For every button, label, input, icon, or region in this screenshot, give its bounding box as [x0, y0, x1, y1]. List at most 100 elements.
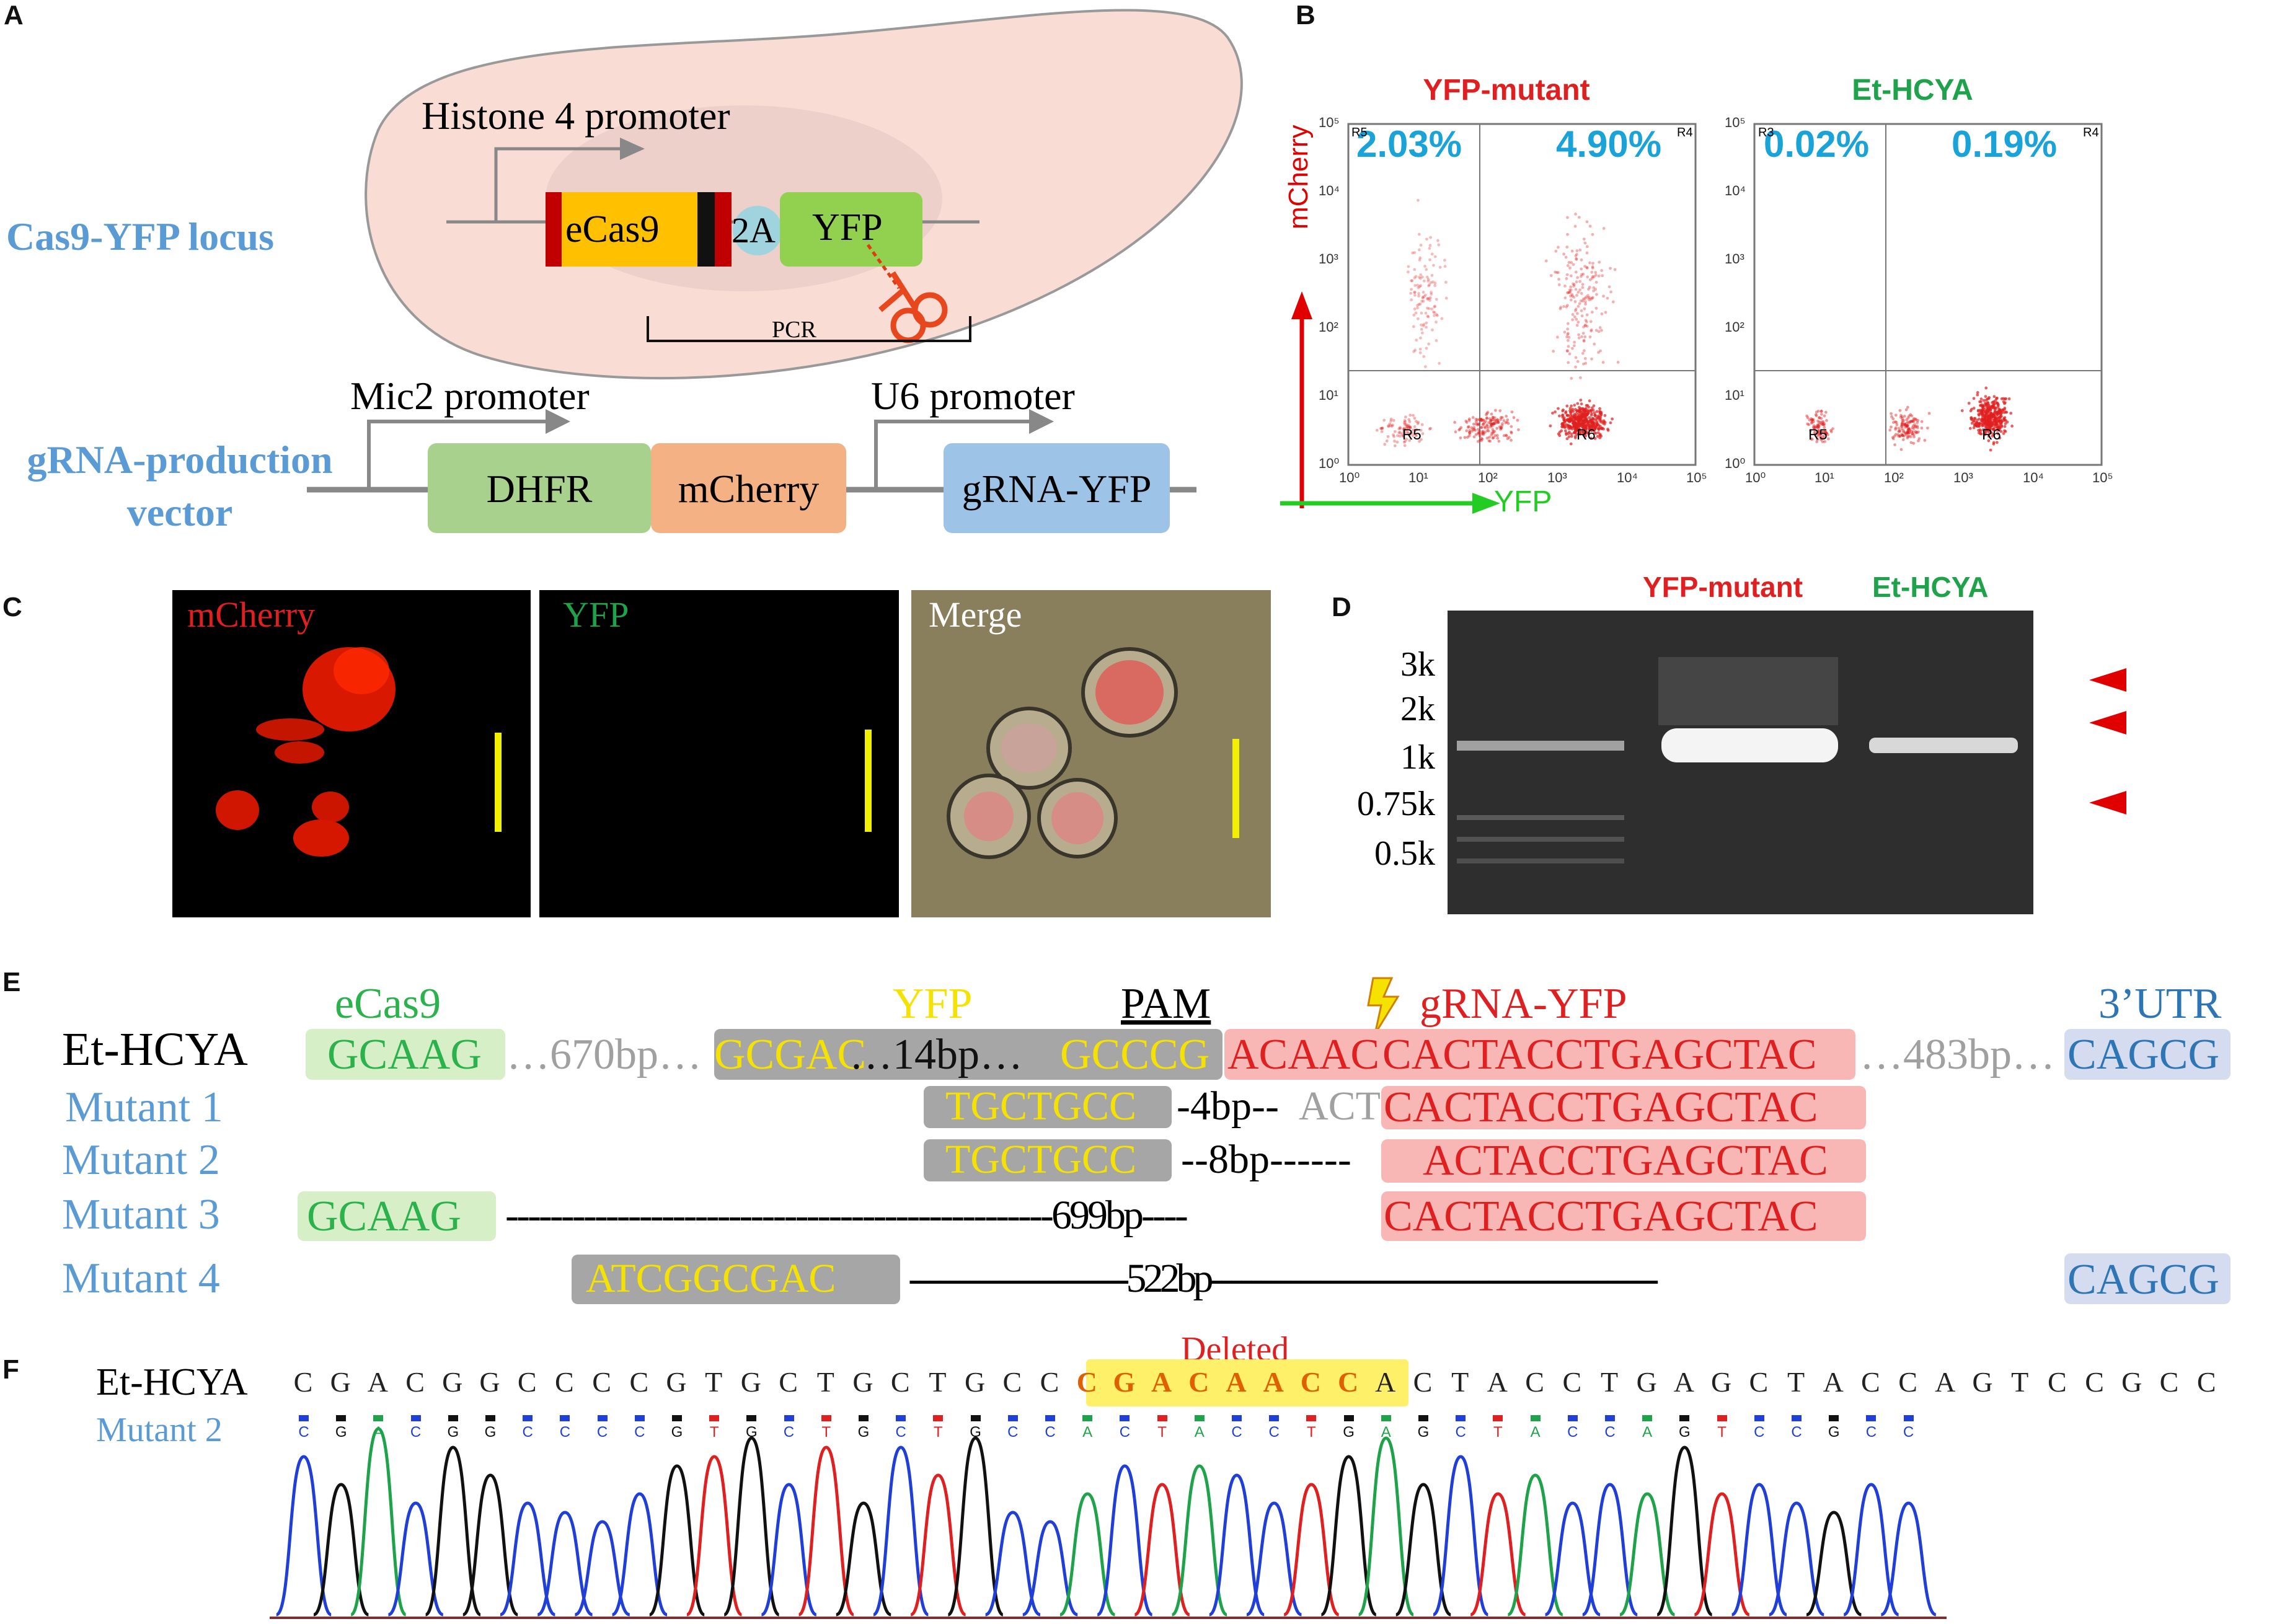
- f-ref-base: C: [2085, 1366, 2105, 1398]
- flow-event-dot: [1485, 413, 1488, 417]
- flow-event-dot: [1588, 420, 1592, 423]
- flow-event-dot: [1383, 443, 1387, 446]
- flow-event-dot: [1580, 309, 1583, 312]
- flow-event-dot: [1584, 409, 1588, 413]
- flow-event-dot: [1911, 432, 1914, 436]
- flow-event-dot: [1472, 426, 1476, 430]
- flow-event-dot: [1968, 426, 1972, 430]
- flow-event-dot: [1483, 431, 1487, 434]
- flow-event-dot: [1987, 409, 1991, 413]
- flow-event-dot: [1600, 269, 1604, 272]
- flow-event-dot: [1908, 414, 1911, 418]
- flow-event-dot: [1993, 419, 1997, 423]
- flow-event-dot: [1991, 421, 1994, 425]
- flow-event-dot: [1574, 365, 1577, 369]
- flow-event-dot: [1599, 416, 1602, 420]
- header-ecas9: eCas9: [335, 980, 441, 1028]
- f-called-base: A: [373, 1424, 384, 1441]
- flow-event-dot: [1557, 407, 1560, 410]
- flow-event-dot: [1914, 431, 1918, 435]
- flow-event-dot: [1492, 430, 1495, 433]
- flow-event-dot: [1482, 418, 1485, 421]
- flow-event-dot: [1575, 317, 1578, 321]
- flow-event-dot: [1413, 284, 1417, 287]
- f-ref-base: C: [2196, 1366, 2217, 1398]
- flow-event-dot: [1991, 405, 1995, 408]
- gel-lane-label-et-hcya: Et-HCYA: [1872, 571, 1989, 603]
- flow-event-dot: [1596, 416, 1599, 420]
- flow-event-dot: [1818, 423, 1821, 426]
- flow-event-dot: [1577, 216, 1581, 219]
- flow-event-dot: [1583, 417, 1586, 420]
- flow-event-dot: [1574, 421, 1577, 425]
- flow-event-dot: [1901, 421, 1904, 424]
- flow-event-dot: [1996, 401, 1999, 405]
- flow-event-dot: [1980, 410, 1984, 413]
- flow-event-dot: [1583, 410, 1587, 413]
- e-mutant-1-name: Mutant 1: [65, 1083, 223, 1131]
- flow-event-dot: [1417, 198, 1420, 202]
- flow-event-dot: [1994, 418, 1997, 421]
- flow-event-dot: [1806, 416, 1810, 420]
- flow-plot-2-y-tick: 10⁵: [1725, 115, 1746, 130]
- flow-event-dot: [1917, 439, 1920, 443]
- flow-event-dot: [2004, 418, 2007, 422]
- flow-event-dot: [1490, 433, 1493, 437]
- flow-event-dot: [1594, 306, 1598, 310]
- flow-event-dot: [1478, 434, 1482, 438]
- flow-event-dot: [1467, 417, 1471, 421]
- flow-event-dot: [1575, 294, 1578, 297]
- flow-event-dot: [1568, 417, 1572, 420]
- header-pam: PAM: [1121, 980, 1211, 1028]
- flow-event-dot: [1904, 424, 1908, 427]
- flow-event-dot: [1490, 418, 1493, 422]
- flow-event-dot: [1481, 423, 1485, 426]
- flow-event-dot: [1820, 422, 1824, 426]
- flow-event-dot: [1567, 435, 1571, 439]
- flow-event-dot: [1987, 417, 1991, 420]
- flow-event-dot: [1424, 365, 1427, 368]
- flow-event-dot: [1973, 424, 1976, 427]
- flow-event-dot: [1906, 430, 1910, 434]
- flow-event-dot: [1997, 408, 2001, 411]
- flow-event-dot: [1993, 408, 1997, 412]
- f-called-base: T: [821, 1424, 831, 1441]
- panel-f-letter: F: [2, 1354, 19, 1385]
- flow-event-dot: [1576, 360, 1580, 363]
- flow-event-dot: [1999, 422, 2003, 426]
- flow-event-dot: [1967, 402, 1971, 405]
- flow-event-dot: [1576, 420, 1580, 423]
- flow-event-dot: [1593, 413, 1596, 417]
- flow-event-dot: [1594, 271, 1598, 274]
- flow-event-dot: [1575, 417, 1578, 420]
- flow-event-dot: [1583, 412, 1586, 415]
- flow-event-dot: [1574, 356, 1578, 360]
- flow-plot-1-frame: [1347, 123, 1697, 466]
- flow-event-dot: [1904, 408, 1908, 412]
- flow-event-dot: [1599, 349, 1603, 353]
- e-mutant-4-left: ATCGGCGAC: [586, 1256, 836, 1301]
- flow-event-dot: [1994, 401, 1997, 405]
- f-ref-base: C: [1749, 1366, 1770, 1398]
- flow-event-dot: [1578, 419, 1582, 423]
- flow-event-dot: [1489, 419, 1493, 422]
- flow-event-dot: [1987, 397, 1991, 400]
- flow-event-dot: [1979, 412, 1983, 416]
- f-ref-base: G: [1710, 1366, 1733, 1398]
- f-call-tick: [1157, 1415, 1167, 1421]
- flow-event-dot: [1569, 294, 1572, 298]
- flow-event-dot: [1483, 421, 1486, 425]
- flow-event-dot: [1986, 406, 1989, 409]
- ladder-3k: 3k: [1400, 645, 1435, 684]
- e-mutant-1-mid-gray: ACT: [1299, 1083, 1381, 1129]
- flow-event-dot: [1406, 270, 1410, 274]
- flow-event-dot: [1908, 429, 1912, 432]
- flow-event-dot: [1435, 320, 1438, 324]
- header-yfp: YFP: [893, 980, 973, 1028]
- flow-event-dot: [1492, 422, 1496, 425]
- flow-event-dot: [1380, 426, 1384, 430]
- flow-event-dot: [1989, 415, 1992, 418]
- flow-event-dot: [1492, 436, 1495, 439]
- f-called-base: C: [1604, 1424, 1616, 1441]
- flow-event-dot: [1585, 419, 1588, 423]
